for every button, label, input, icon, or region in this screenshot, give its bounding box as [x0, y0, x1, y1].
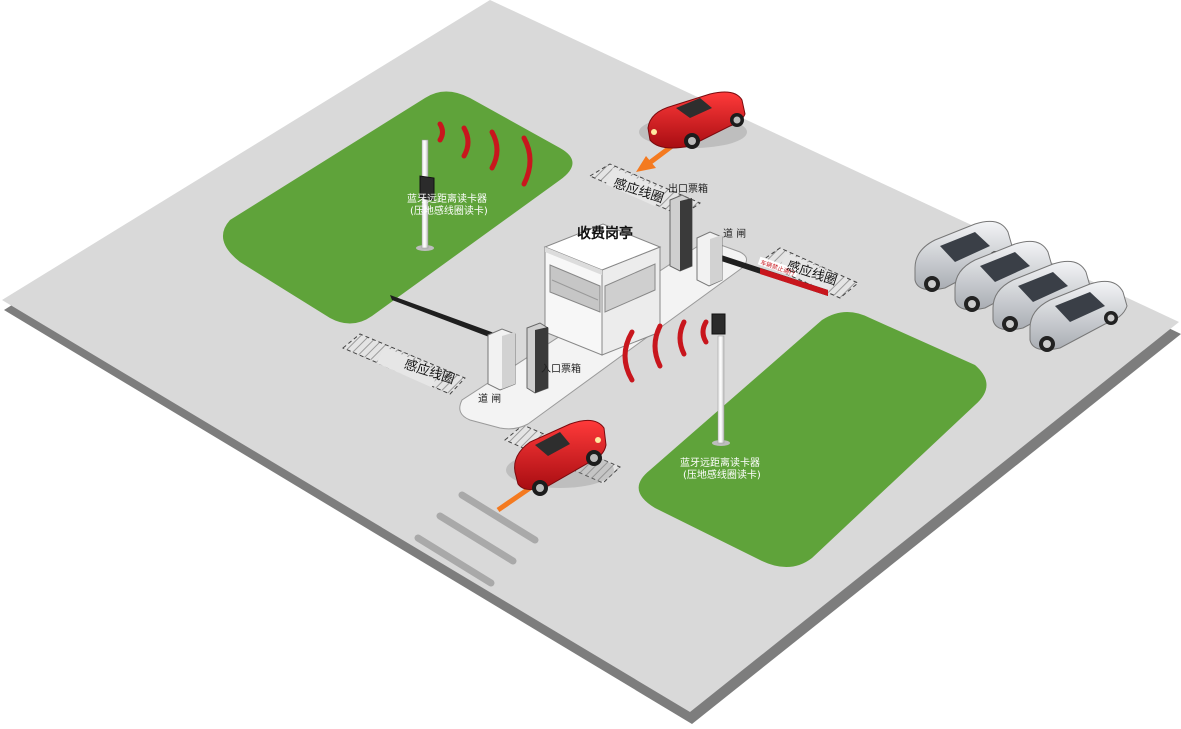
barrier-gate-label-right: 道 闸 [723, 227, 746, 240]
car-red-exiting [639, 91, 747, 149]
reader-bottom-line1: 蓝牙远距离读卡器 [680, 456, 760, 469]
barrier-gate-right [696, 231, 723, 287]
signal-waves-top [437, 121, 533, 187]
toll-booth [543, 223, 662, 356]
exit-ticket-box [669, 194, 693, 272]
booth-label: 收费岗亭 [577, 225, 633, 242]
parked-car-2 [954, 240, 1053, 312]
reader-top-line1: 蓝牙远距离读卡器 [407, 192, 487, 205]
loop-left [342, 333, 466, 395]
barrier-arm-right: 车辆禁止通行 [712, 252, 828, 296]
entry-ticket-box-label: 入口票箱 [541, 362, 581, 375]
parked-car-4 [1029, 280, 1128, 352]
barrier-arm-left [390, 295, 497, 340]
arrow-exit [636, 144, 674, 172]
barrier-gate-left [487, 328, 516, 391]
parked-cars [914, 220, 1128, 352]
reader-top-line2: (压地感线圈读卡) [410, 204, 488, 217]
car-red-entering [506, 419, 614, 496]
grass-area-left [222, 91, 573, 324]
reader-pole-bottom [711, 313, 730, 446]
signal-waves-bottom [622, 319, 709, 383]
reader-pole-top [416, 139, 435, 251]
crosswalk-stripes [414, 491, 539, 587]
entry-ticket-box [526, 322, 549, 394]
reader-bottom-line2: (压地感线圈读卡) [683, 468, 761, 481]
grass-area-right [638, 311, 987, 568]
arrow-entry [496, 485, 532, 513]
parked-car-1 [914, 220, 1013, 292]
exit-ticket-box-label: 出口票箱 [668, 182, 708, 195]
barrier-gate-label-left: 道 闸 [478, 392, 501, 405]
